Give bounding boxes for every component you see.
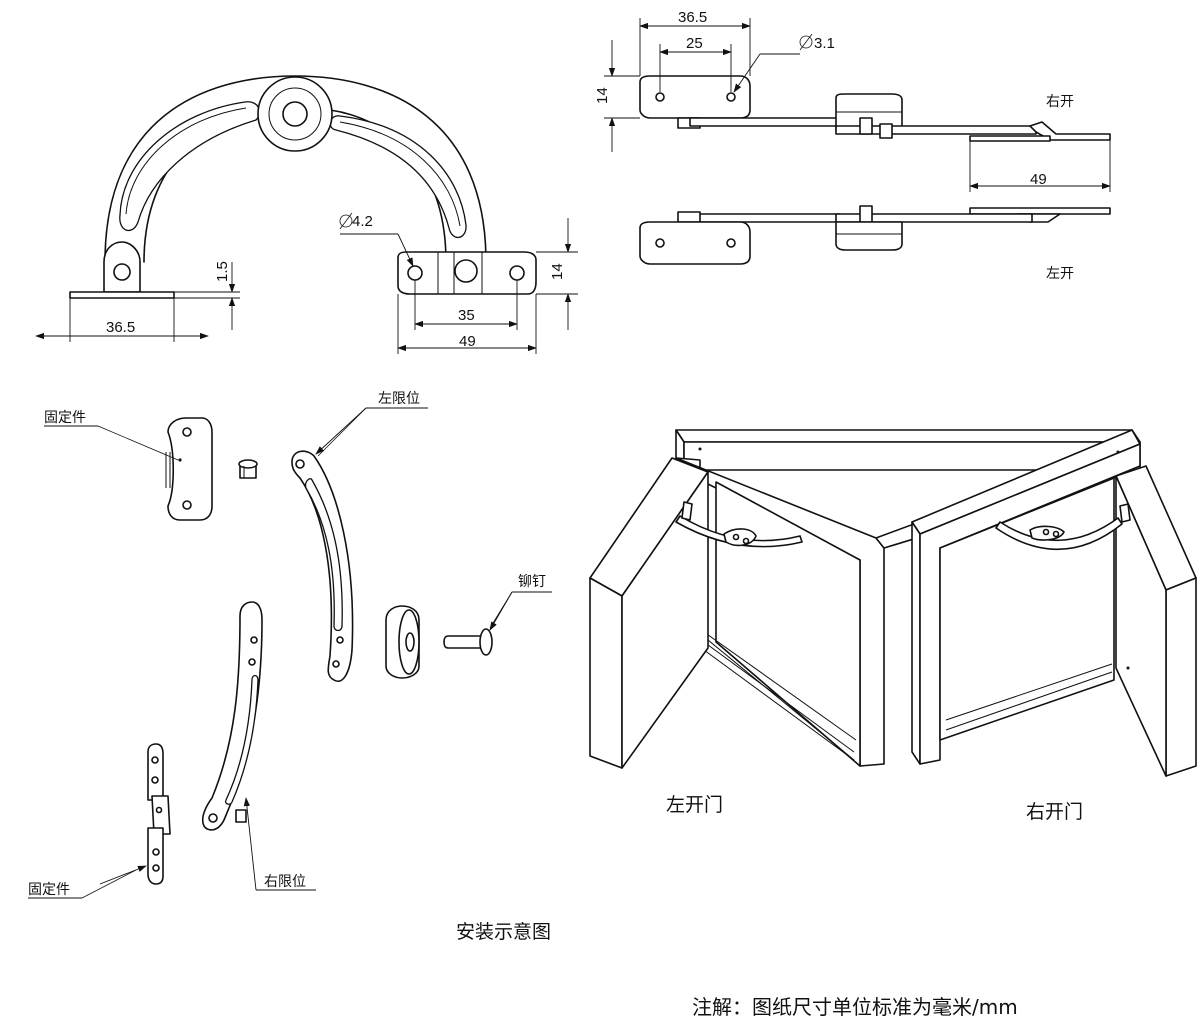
top-view-right-open: 36.5 25 3.1 14 49 右开 <box>594 9 1111 192</box>
label-right-open: 右开 <box>1046 94 1074 110</box>
dim-1-5: 1.5 <box>214 261 231 282</box>
dim-25: 25 <box>686 35 703 52</box>
label-left-open: 左开 <box>1046 266 1074 282</box>
dim-14-left: 14 <box>594 87 611 104</box>
dim-35: 35 <box>458 307 475 324</box>
unit-note: 注解：图纸尺寸单位标准为毫米/mm <box>692 995 1018 1019</box>
label-fixing-top: 固定件 <box>44 410 86 426</box>
dim-36-5-bottom: 36.5 <box>106 319 135 336</box>
label-fixing-bottom: 固定件 <box>28 882 70 898</box>
label-rivet: 铆钉 <box>518 574 546 590</box>
top-view-left-open: 左开 <box>639 205 1111 282</box>
caption-left-door: 左开门 <box>666 794 723 816</box>
install-diagram-title: 安装示意图 <box>456 921 551 943</box>
dim-14-right: 14 <box>549 263 566 280</box>
dim-36-5-top: 36.5 <box>678 9 707 26</box>
right-open-door-illustration: 右开门 <box>911 429 1197 823</box>
label-left-limit: 左限位 <box>378 391 420 407</box>
dim-phi-3-1: 3.1 <box>814 35 835 52</box>
label-right-limit: 右限位 <box>264 874 306 890</box>
dim-phi-4-2: 4.2 <box>352 213 373 230</box>
dim-49-top: 49 <box>1030 171 1047 188</box>
caption-right-door: 右开门 <box>1026 801 1083 823</box>
dim-49-bottom: 49 <box>459 333 476 350</box>
exploded-view: 固定件 左限位 铆钉 右限位 <box>28 391 552 899</box>
front-view-hinge: 36.5 1.5 4.2 35 49 14 <box>35 75 578 354</box>
left-open-door-illustration: 左开门 <box>589 429 1141 816</box>
